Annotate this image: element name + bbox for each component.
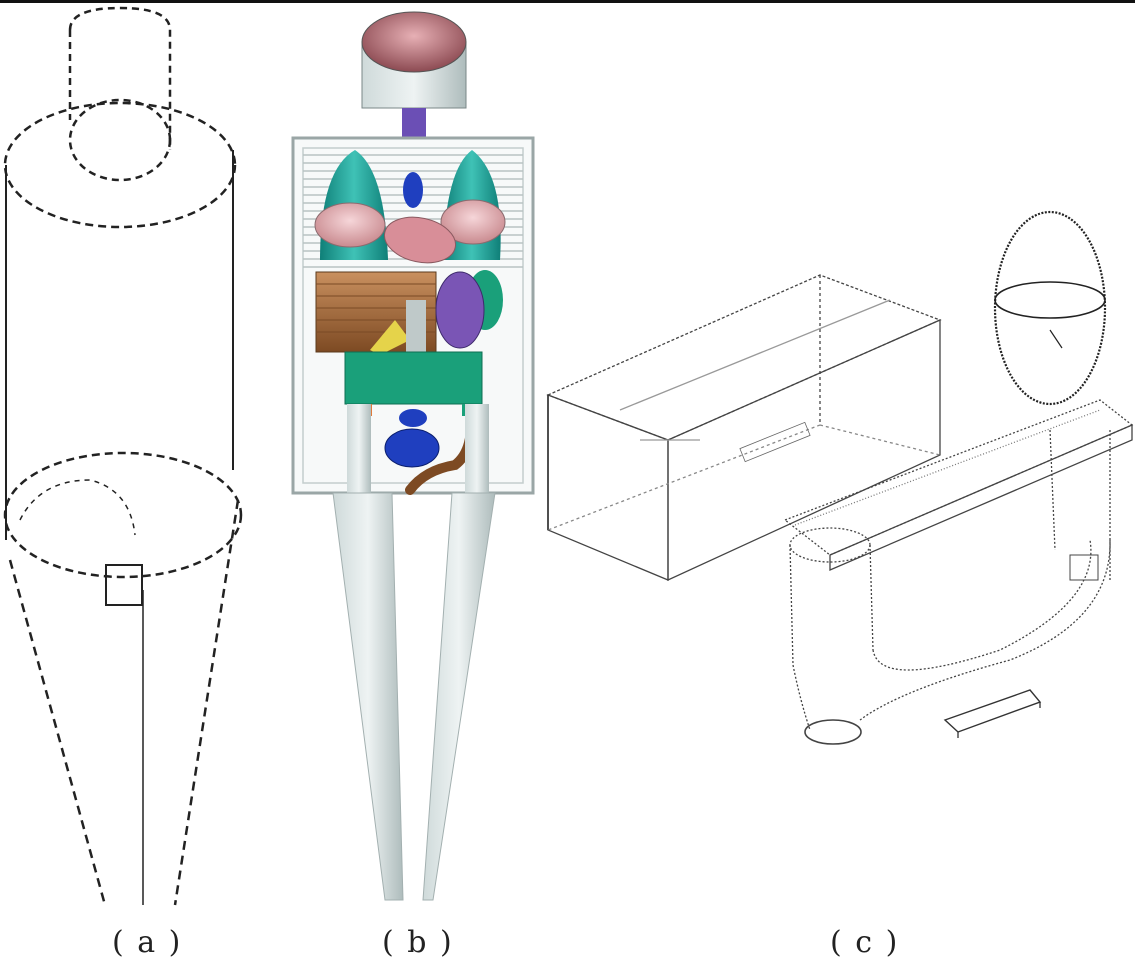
leg-left-outer <box>8 559 107 906</box>
neck-thyroid <box>402 108 426 138</box>
caption-a: ( a ) <box>112 925 183 960</box>
top-rule <box>0 0 1135 3</box>
esophagus <box>403 172 423 208</box>
gallbladder <box>370 320 410 355</box>
bladder <box>384 428 440 468</box>
heart <box>383 216 457 264</box>
stomach <box>435 271 485 349</box>
spine-segment <box>406 300 426 355</box>
breast-left <box>314 202 386 248</box>
small-plate <box>943 689 1042 733</box>
kidney <box>399 409 427 427</box>
leg-right <box>422 492 496 901</box>
transparent-box <box>546 274 942 582</box>
leg-right-outer <box>173 499 240 906</box>
femur-right <box>465 404 489 494</box>
ellipsoid-ring <box>993 210 1107 406</box>
caption-c: ( c ) <box>830 925 900 960</box>
trunk-top-ellipse <box>3 101 237 229</box>
trunk-bottom-ellipse <box>3 451 243 579</box>
wireframe-model-c <box>546 210 1134 745</box>
small-intestine <box>344 351 483 405</box>
head <box>361 11 467 109</box>
leg-left <box>332 492 404 901</box>
caption-b: ( b ) <box>382 925 454 960</box>
long-bar <box>783 399 1134 571</box>
phantom-outline-a <box>3 6 243 906</box>
l-tube <box>789 429 1111 745</box>
head-capsule <box>68 6 172 182</box>
femur-left <box>347 404 371 494</box>
breast-right <box>440 199 506 245</box>
genital-block <box>105 564 143 606</box>
phantom-organs-b <box>291 11 535 901</box>
